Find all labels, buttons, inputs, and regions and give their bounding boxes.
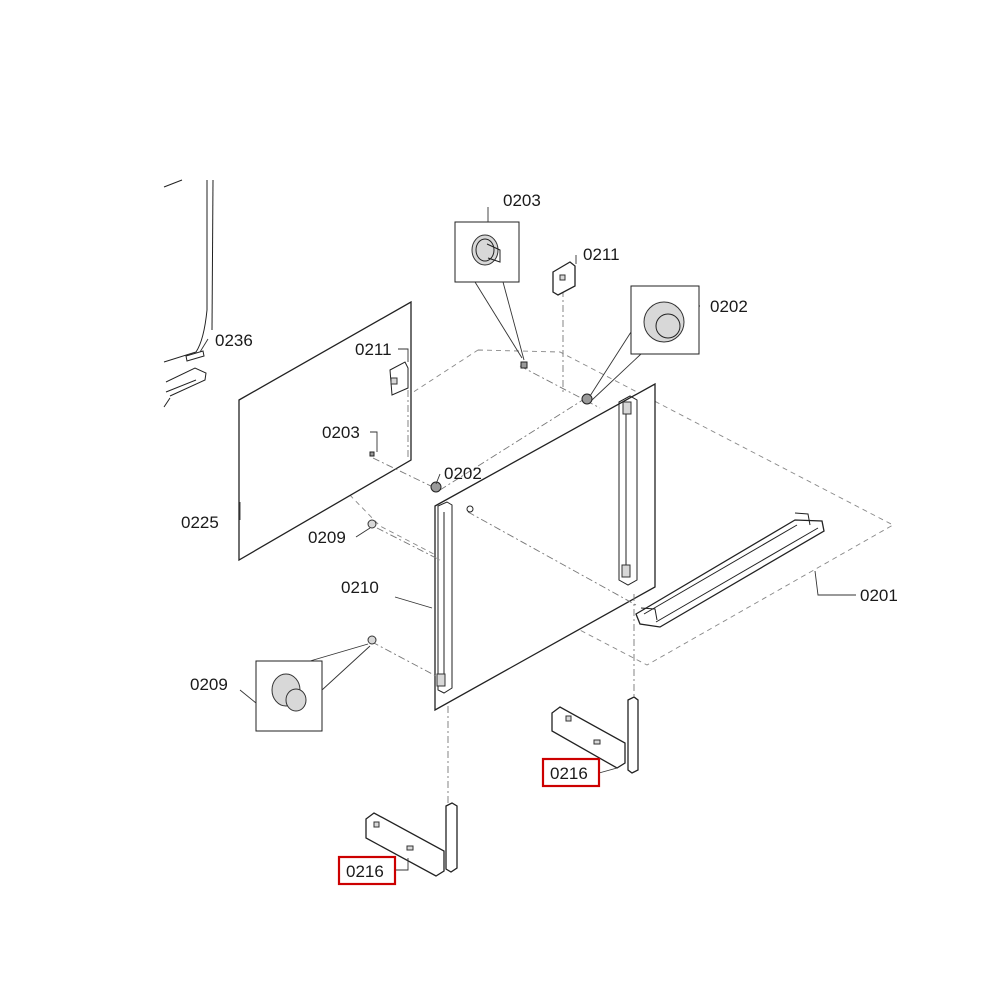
label-leaders: [199, 207, 856, 871]
label-0202-mid: 0202: [444, 464, 482, 483]
detail-box-0209: [255, 643, 371, 732]
label-0211-left: 0211: [355, 340, 392, 359]
label-0216-left: 0216: [346, 862, 384, 881]
label-0210: 0210: [341, 578, 379, 597]
highlight-box-0216-left: [337, 855, 397, 886]
hinge-0216-left: [365, 802, 458, 877]
label-0216-right: 0216: [550, 764, 588, 783]
bracket-0211-top: [552, 261, 576, 296]
label-0202-top: 0202: [710, 297, 748, 316]
hinge-0216-right: [551, 696, 639, 774]
detail-box-0203: [454, 221, 525, 361]
label-0211-top: 0211: [583, 245, 620, 264]
label-0236: 0236: [215, 331, 253, 350]
part-labels: 0203 0211 0202 0236 0211 0203 0202 0225 …: [181, 191, 898, 886]
oven-body-edge: [163, 179, 214, 408]
highlight-box-0216-right: [541, 757, 601, 788]
label-0203-left: 0203: [322, 423, 360, 442]
outer-glass-0210: [434, 382, 656, 712]
door-handle-0201: [635, 512, 825, 628]
label-0209-upper: 0209: [308, 528, 346, 547]
label-0201: 0201: [860, 586, 898, 605]
label-0225: 0225: [181, 513, 219, 532]
inner-glass-0225: [238, 300, 412, 562]
label-0209-lower: 0209: [190, 675, 228, 694]
fixings: [367, 361, 593, 645]
label-0203-top: 0203: [503, 191, 541, 210]
detail-box-0202: [589, 285, 700, 401]
